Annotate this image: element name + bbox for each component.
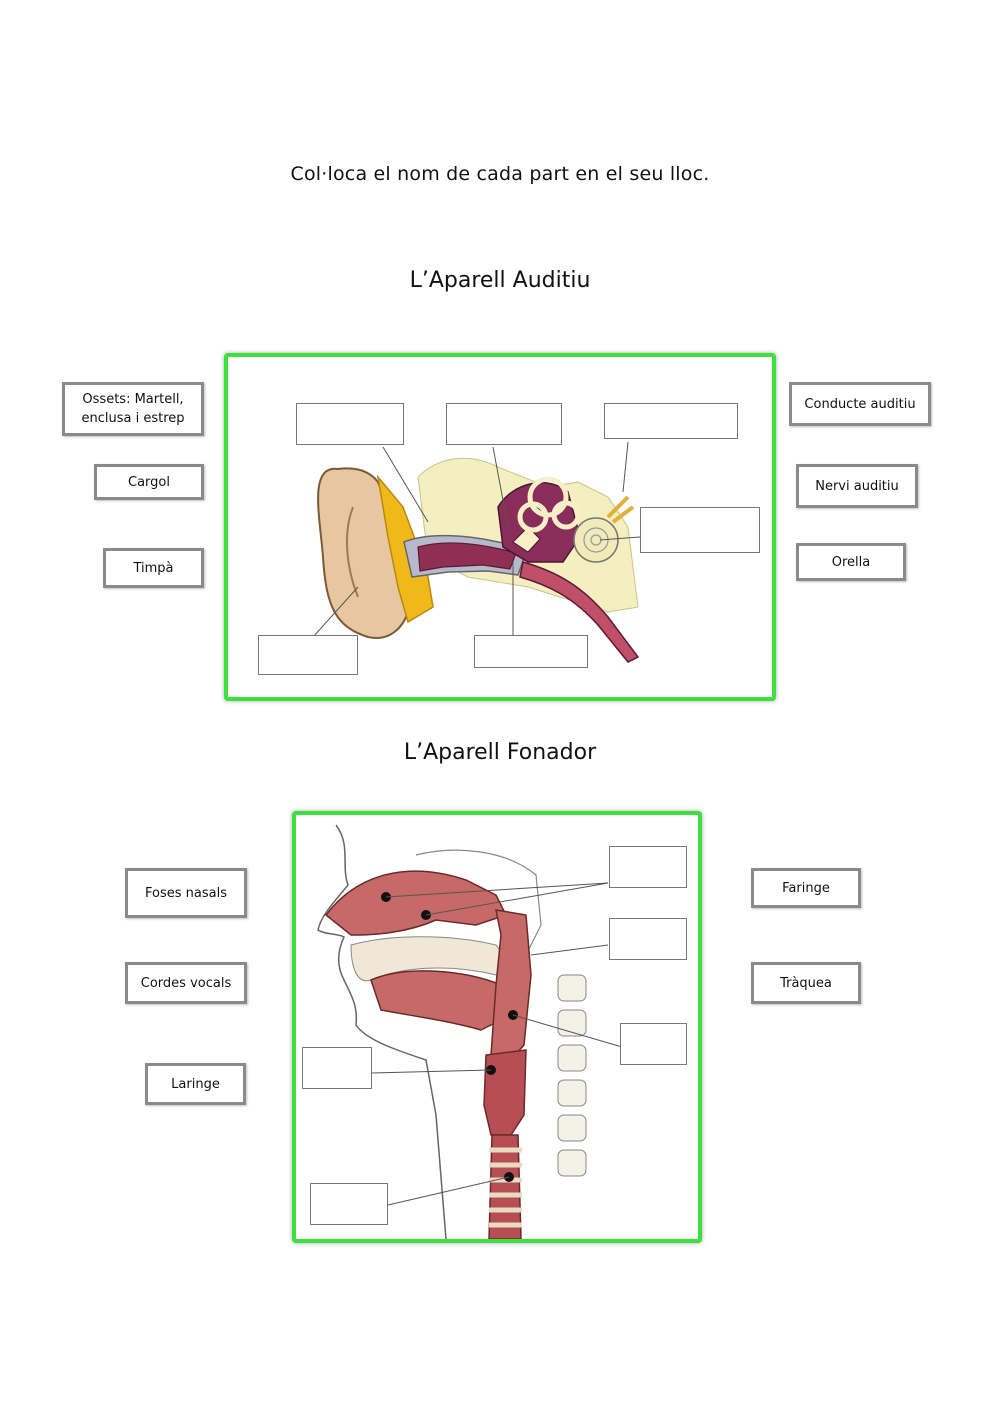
drop-zone-voice-5[interactable] bbox=[310, 1183, 388, 1225]
label-tile-ossets[interactable]: Ossets: Martell, enclusa i estrep bbox=[62, 382, 204, 436]
phonatory-diagram-frame bbox=[292, 811, 702, 1243]
label-tile-orella[interactable]: Orella bbox=[796, 543, 906, 581]
ear-illustration bbox=[312, 441, 641, 663]
instruction-text: Col·loca el nom de cada part en el seu l… bbox=[290, 163, 710, 185]
label-tile-timpa[interactable]: Timpà bbox=[103, 548, 204, 588]
drop-zone-voice-1[interactable] bbox=[609, 846, 687, 888]
label-tile-cordes-vocals[interactable]: Cordes vocals bbox=[125, 962, 247, 1004]
drop-zone-ear-2[interactable] bbox=[446, 403, 562, 445]
section-title-phonatory: L’Aparell Fonador bbox=[403, 740, 597, 765]
drop-zone-ear-5[interactable] bbox=[258, 635, 358, 675]
label-tile-conducte-auditiu[interactable]: Conducte auditiu bbox=[789, 382, 931, 426]
ear-diagram-frame bbox=[224, 353, 776, 701]
drop-zone-ear-4[interactable] bbox=[640, 507, 760, 553]
drop-zone-voice-4[interactable] bbox=[302, 1047, 372, 1089]
drop-zone-voice-2[interactable] bbox=[609, 918, 687, 960]
label-tile-nervi-auditiu[interactable]: Nervi auditiu bbox=[796, 464, 918, 508]
label-tile-foses-nasals[interactable]: Foses nasals bbox=[125, 868, 247, 918]
drop-zone-ear-3[interactable] bbox=[604, 403, 738, 439]
drop-zone-ear-1[interactable] bbox=[296, 403, 404, 445]
label-tile-cargol[interactable]: Cargol bbox=[94, 464, 204, 500]
label-tile-laringe[interactable]: Laringe bbox=[145, 1063, 246, 1105]
drop-zone-voice-3[interactable] bbox=[620, 1023, 687, 1065]
phonatory-illustration bbox=[317, 824, 623, 1239]
section-title-ear: L’Aparell Auditiu bbox=[409, 268, 591, 293]
label-tile-traquea[interactable]: Tràquea bbox=[751, 962, 861, 1004]
label-tile-faringe[interactable]: Faringe bbox=[751, 868, 861, 908]
drop-zone-ear-6[interactable] bbox=[474, 635, 588, 668]
